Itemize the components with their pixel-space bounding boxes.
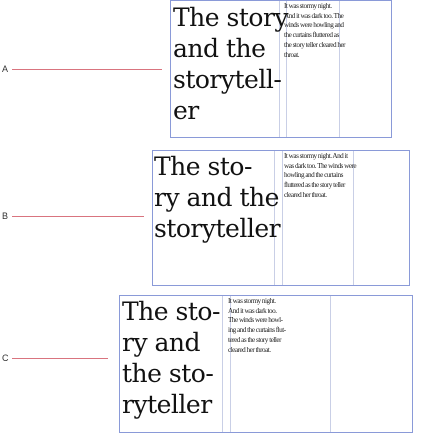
column-guide	[282, 151, 283, 285]
body-line: cleared her throat.	[284, 190, 327, 199]
heading-line: The story	[173, 3, 289, 32]
column-guide	[286, 1, 287, 137]
column-guide	[279, 1, 280, 137]
column-guide	[222, 296, 223, 432]
body-line: the curtains fluttered as	[284, 31, 339, 40]
heading-line: er	[173, 96, 199, 125]
body-line: The winds were howl-	[228, 316, 283, 325]
heading-b: The sto- ry and the storyteller	[154, 151, 281, 244]
body-line: cleared her throat.	[228, 345, 271, 354]
body-line: And it was dark too.	[228, 306, 277, 315]
heading-line: storyteller	[154, 214, 281, 243]
body-line: fluttered as the story teller	[284, 181, 345, 190]
heading-line: ry and the	[154, 183, 279, 212]
heading-line: and the	[173, 34, 266, 63]
heading-line: The sto-	[154, 152, 252, 181]
body-line: It was stormy night.	[228, 297, 276, 305]
heading-c: The sto- ry and the sto- ryteller	[122, 296, 220, 420]
heading-line: ryteller	[122, 390, 212, 419]
body-line: the story teller cleared her	[284, 40, 346, 49]
heading-line: the sto-	[122, 359, 214, 388]
text-frame-b[interactable]: The sto- ry and the storyteller It was s…	[152, 150, 410, 286]
body-line: It was stormy night. And it	[284, 152, 348, 160]
column-guide	[339, 1, 340, 137]
example-label-a: A	[2, 64, 9, 74]
heading-line: The sto-	[122, 297, 220, 326]
body-line: It was stormy night.	[284, 2, 332, 10]
column-guide	[274, 151, 275, 285]
example-label-c: C	[2, 353, 9, 363]
leader-line-b	[12, 216, 144, 217]
leader-line-a	[12, 69, 162, 70]
heading-line: storytell-	[173, 65, 282, 94]
column-guide	[330, 296, 331, 432]
leader-line-c	[12, 358, 108, 359]
heading-line: ry and	[122, 328, 201, 357]
text-frame-c[interactable]: The sto- ry and the sto- ryteller It was…	[119, 295, 413, 433]
text-frame-a[interactable]: The story and the storytell- er It was s…	[170, 0, 392, 138]
body-line: And it was dark too. The	[284, 11, 344, 20]
body-line: winds were howling and	[284, 21, 344, 30]
body-text-b: It was stormy night. And it was dark too…	[284, 152, 357, 201]
body-text-a: It was stormy night. And it was dark too…	[284, 2, 346, 60]
body-line: was dark too. The winds were	[284, 161, 357, 170]
body-line: ing and the curtains flut-	[228, 326, 286, 335]
example-label-b: B	[2, 211, 9, 221]
body-text-c: It was stormy night. And it was dark too…	[228, 297, 286, 355]
column-guide	[230, 296, 231, 432]
body-line: tered as the story teller	[228, 335, 281, 344]
column-guide	[353, 151, 354, 285]
body-line: howling and the curtains	[284, 171, 343, 180]
heading-a: The story and the storytell- er	[173, 2, 289, 126]
body-line: throat.	[284, 50, 300, 59]
